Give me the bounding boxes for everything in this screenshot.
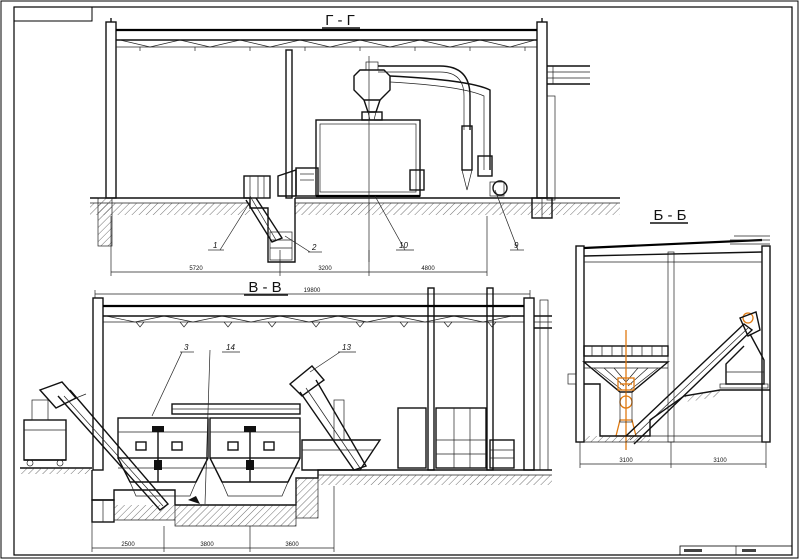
dim-vv-total: 19800 (304, 288, 321, 294)
section-gg-roof (116, 28, 537, 51)
section-gg-dimensions: 5720 3200 4800 (110, 216, 488, 276)
section-vv-annex (534, 299, 552, 471)
section-gg-title: Г - Г (325, 12, 355, 29)
dim-gg-2: 3200 (318, 266, 332, 272)
callout-13: 13 (342, 343, 351, 352)
dim-gg-3: 4800 (421, 266, 435, 272)
section-vv-floor (20, 467, 552, 527)
callout-1: 1 (213, 241, 217, 250)
dim-bb-2: 3100 (713, 458, 727, 464)
dim-vv-1: 2500 (121, 542, 135, 548)
callout-14: 14 (226, 343, 235, 352)
section-bb-floor (584, 383, 770, 443)
section-vv-total-dimension: 19800 (94, 288, 531, 298)
section-vv-dimensions: 2500 3800 3600 (91, 486, 335, 552)
section-gg-pit (243, 175, 296, 263)
section-bb-title: Б - Б (653, 207, 686, 224)
section-vv-inclined-conveyor (288, 365, 382, 471)
section-vv-callouts: 3 14 13 (151, 343, 356, 417)
section-bb: Б - Б (567, 207, 771, 468)
section-gg-columns (105, 18, 548, 199)
section-vv-title: В - В (248, 279, 281, 296)
callout-9: 9 (514, 241, 519, 250)
dim-vv-2: 3800 (200, 542, 214, 548)
callout-10: 10 (399, 241, 408, 250)
section-vv: В - В 19800 (20, 279, 552, 552)
section-gg: Г - Г (90, 12, 620, 276)
section-vv-conveyor (188, 349, 211, 505)
dim-gg-1: 5720 (189, 266, 203, 272)
section-vv-right-equipment (397, 407, 515, 469)
callout-2: 2 (311, 243, 317, 252)
section-gg-annex (546, 65, 590, 201)
dim-bb-1: 3100 (619, 458, 633, 464)
section-vv-roof (103, 304, 524, 328)
section-bb-dimensions: 3100 3100 (579, 442, 767, 468)
callout-3: 3 (184, 343, 189, 352)
section-bb-conveyor (625, 311, 769, 445)
section-vv-skip-hoist (23, 381, 170, 511)
section-gg-floor (90, 197, 620, 247)
section-gg-callouts: 1 2 10 9 (208, 189, 524, 253)
section-vv-dryers (117, 403, 301, 497)
section-bb-feeder (615, 312, 754, 450)
section-gg-machinery (277, 61, 508, 198)
dim-vv-3: 3600 (285, 542, 299, 548)
